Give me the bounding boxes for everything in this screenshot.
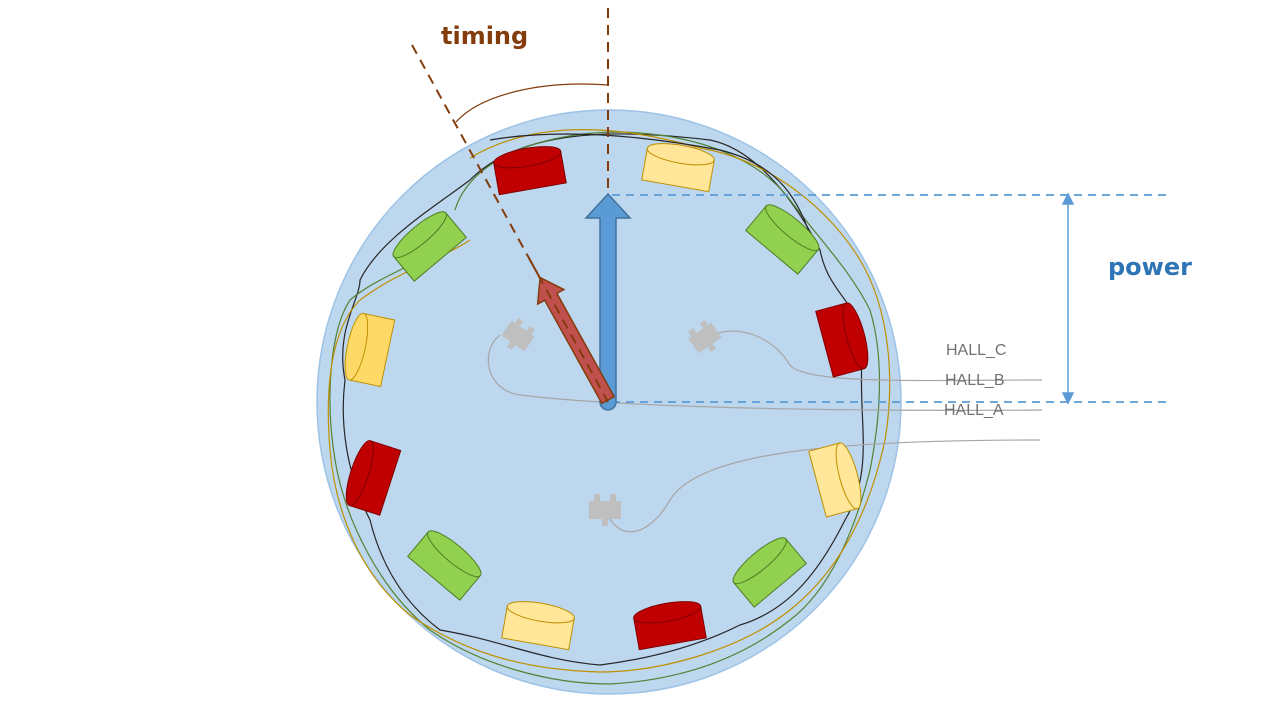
coil-green-icon	[392, 211, 468, 282]
hall-sensor-icon	[589, 494, 621, 526]
coil-red-icon	[633, 601, 707, 651]
hall-wires	[487, 330, 1043, 533]
wire-black-inner	[489, 133, 816, 251]
coils	[344, 143, 869, 651]
timing-angle-arc	[455, 83, 609, 123]
coil-green-icon	[732, 537, 808, 608]
hall-wire-c	[704, 330, 1043, 382]
winding-wires	[327, 129, 891, 685]
coil-yellow-icon	[501, 601, 575, 651]
hall-sensor-icon	[688, 319, 722, 354]
timing-label: timing	[441, 22, 528, 50]
coil-green-icon	[744, 204, 820, 275]
coil-green-icon	[406, 530, 482, 601]
hall-wire-b	[487, 334, 1043, 411]
coil-red-icon	[815, 302, 869, 378]
coil-red-icon	[345, 440, 402, 516]
power-dimension-arrow	[1061, 192, 1075, 405]
hall-sensor-icon	[501, 317, 535, 352]
hall-a-label: HALL_A	[944, 402, 1004, 419]
hall-wire-a	[604, 439, 1041, 533]
power-vector-arrow	[584, 192, 632, 411]
coil-yellow-icon	[344, 312, 396, 388]
hall-b-label: HALL_B	[945, 372, 1005, 389]
hall-c-label: HALL_C	[946, 342, 1006, 359]
coil-yellow-icon	[641, 143, 715, 193]
coil-red-icon	[493, 146, 567, 196]
coil-yellow-icon	[808, 442, 862, 518]
power-label: power	[1108, 253, 1192, 281]
